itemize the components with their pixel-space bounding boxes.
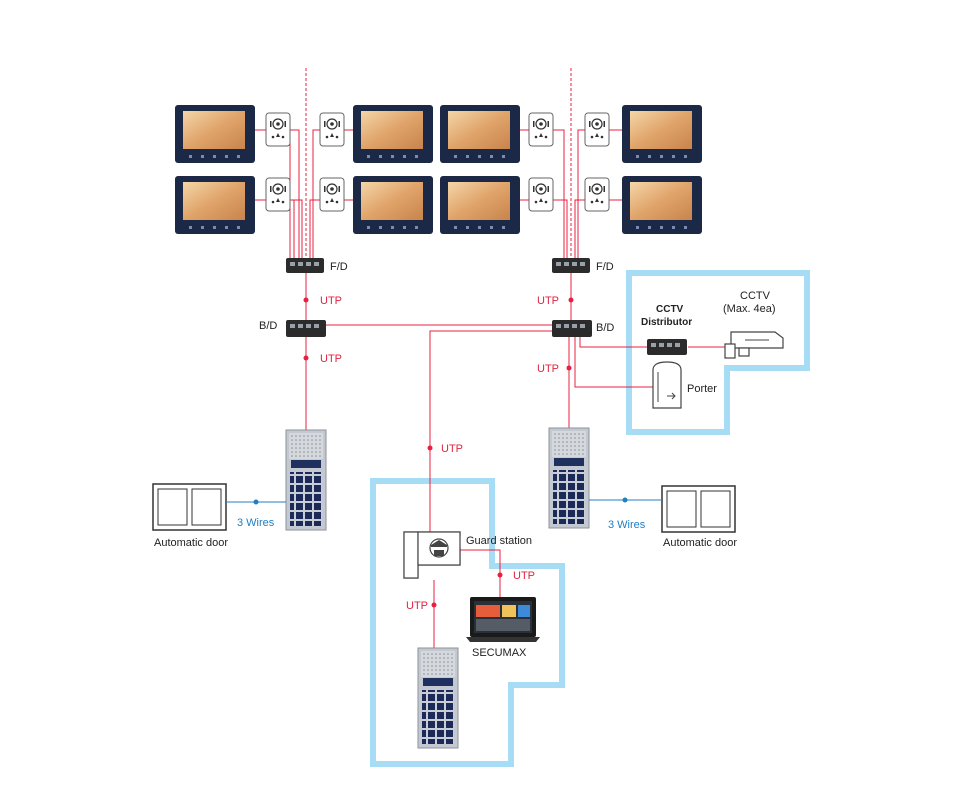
cctv-distributor-label: CCTV (656, 304, 684, 315)
intercom-door-camera-icon (319, 112, 345, 147)
cctv-distributor (647, 339, 687, 355)
porter-label: Porter (687, 383, 717, 395)
three-wires-label: 3 Wires (608, 519, 646, 531)
video-monitor-icon (175, 176, 255, 234)
fd-left-label: F/D (330, 261, 348, 273)
floor-distributor-right (552, 258, 590, 273)
three-wires-label: 3 Wires (237, 517, 275, 529)
intercom-door-camera-icon (265, 177, 291, 212)
video-monitor-icon (440, 176, 520, 234)
bd-right-label: B/D (596, 322, 614, 334)
lobby-entrance-panel-guard (417, 647, 459, 749)
guard-station-label: Guard station (466, 535, 532, 547)
intercom-door-camera-icon (265, 112, 291, 147)
video-monitor-icon (622, 176, 702, 234)
cctv-label: (Max. 4ea) (723, 303, 776, 315)
intercom-door-camera-icon (528, 112, 554, 147)
laptop-icon (466, 597, 540, 642)
cctv-distributor-label: Distributor (641, 317, 692, 328)
video-monitor-icon (622, 105, 702, 163)
guard-station-icon (403, 531, 461, 579)
video-monitor-icon (175, 105, 255, 163)
lobby-entrance-panel-left (285, 429, 327, 531)
intercom-door-camera-icon (584, 177, 610, 212)
cctv-label: CCTV (740, 290, 771, 302)
guard-zone-outline (370, 478, 565, 767)
utp-label: UTP (441, 443, 463, 455)
wire-dot-left (253, 499, 259, 505)
utp-label: UTP (513, 570, 535, 582)
automatic-door-right-icon (661, 485, 736, 533)
secumax-label: SECUMAX (472, 647, 527, 659)
porter-door-icon (652, 361, 682, 409)
utp-label: UTP (537, 295, 559, 307)
automatic-door-label: Automatic door (154, 537, 228, 549)
bd-left-label: B/D (259, 320, 277, 332)
floor-distributor-left (286, 258, 324, 273)
cable-dots (303, 297, 574, 608)
lobby-entrance-panel-right (548, 427, 590, 529)
automatic-door-left-icon (152, 483, 227, 531)
building-distributor-left (286, 320, 326, 337)
utp-label: UTP (406, 600, 428, 612)
video-monitor-icon (353, 105, 433, 163)
utp-label: UTP (320, 353, 342, 365)
video-monitor-icon (353, 176, 433, 234)
automatic-door-label: Automatic door (663, 537, 737, 549)
wire-dot-right (622, 497, 628, 503)
utp-label: UTP (320, 295, 342, 307)
intercom-door-camera-icon (528, 177, 554, 212)
cctv-zone-outline (626, 270, 810, 435)
building-distributor-right (552, 320, 592, 337)
fd-right-label: F/D (596, 261, 614, 273)
intercom-door-camera-icon (319, 177, 345, 212)
cctv-camera-icon (724, 331, 784, 359)
video-monitor-icon (440, 105, 520, 163)
intercom-door-camera-icon (584, 112, 610, 147)
utp-label: UTP (537, 363, 559, 375)
